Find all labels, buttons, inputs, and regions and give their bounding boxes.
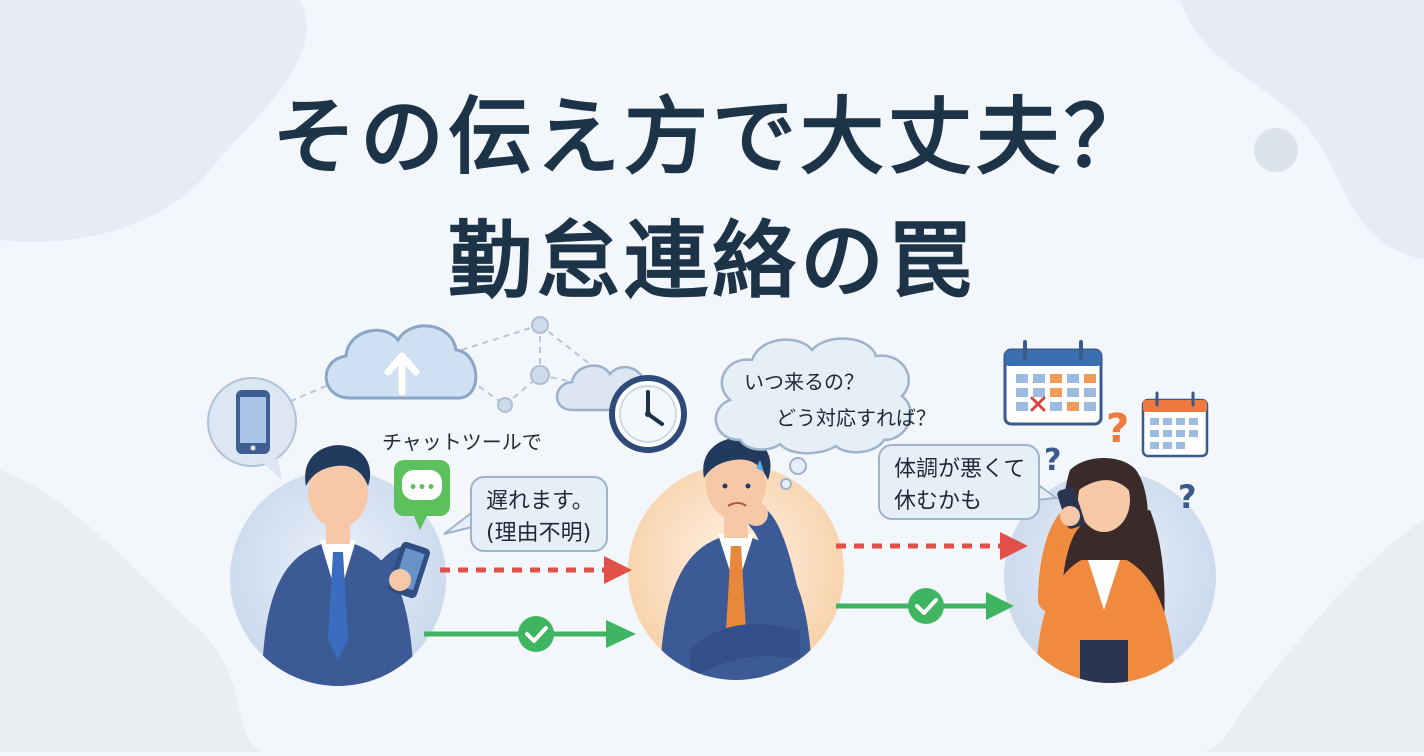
manager-thought-line2: どう対応すれば？	[776, 406, 936, 430]
manager-thought-line1: いつ来るの？	[744, 370, 864, 394]
question-mark-icon: ?	[1178, 478, 1197, 516]
question-mark-icon: ?	[1044, 443, 1061, 478]
question-mark-icon: ? ? ?	[1044, 406, 1197, 516]
warning-arrows	[440, 532, 1028, 584]
manager-person	[660, 437, 812, 680]
caller-message-bubble: 体調が悪くて 休むかも	[878, 444, 1040, 520]
check-icon	[908, 588, 944, 624]
sender-message-line2: (理由不明)	[486, 521, 592, 546]
sender-caption: チャットツールで	[382, 430, 542, 454]
cloud-upload-icon	[324, 324, 478, 400]
caller-person	[1036, 458, 1176, 683]
clock-icon	[609, 375, 687, 453]
sender-message-line1: 遅れます。	[486, 489, 594, 514]
network-nodes	[497, 316, 550, 413]
smartphone-icon	[207, 377, 297, 480]
chat-app-icon: •••	[394, 460, 450, 530]
calendar-icon	[1141, 391, 1209, 458]
sender-person	[262, 445, 430, 686]
calendar-icon	[1003, 340, 1103, 426]
sender-message-bubble: 遅れます。 (理由不明)	[470, 476, 608, 552]
caller-message-line1: 体調が悪くて	[894, 457, 1026, 482]
thought-cloud	[714, 337, 912, 490]
page-title-line2: 勤怠連絡の罠	[447, 212, 976, 310]
ok-arrows	[424, 588, 1014, 652]
page-title-line1: その伝え方で大丈夫？	[271, 88, 1152, 186]
question-mark-icon: ?	[1106, 406, 1129, 452]
chat-dots: •••	[409, 480, 436, 496]
caller-message-line2: 休むかも	[894, 489, 983, 514]
check-icon	[518, 616, 554, 652]
